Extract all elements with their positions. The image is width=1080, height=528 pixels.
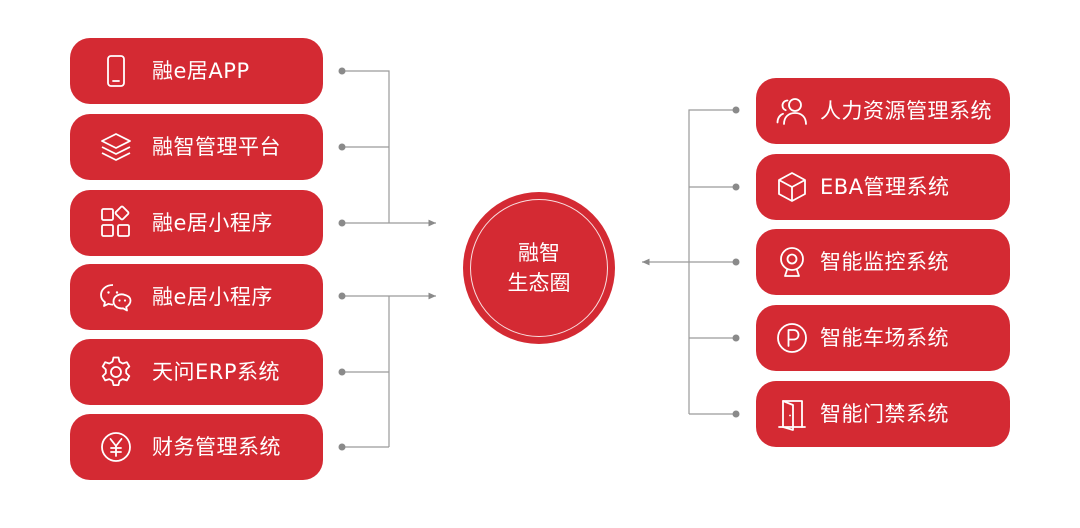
right-item-surveillance-system: 智能监控系统 [756, 229, 1010, 295]
center-hub-title-line1: 融智 [518, 241, 560, 265]
left-item-label: 天问ERP系统 [152, 360, 281, 384]
apps-grid-icon [96, 190, 136, 256]
center-hub-ring [470, 199, 608, 337]
left-item-label: 融e居APP [152, 59, 250, 83]
left-item-rongejia-app: 融e居APP [70, 38, 323, 104]
center-hub-title-line2: 生态圈 [507, 271, 571, 295]
right-item-access-control-system: 智能门禁系统 [756, 381, 1010, 447]
yen-icon [96, 414, 136, 480]
users-icon [772, 78, 812, 144]
wechat-icon [96, 264, 136, 330]
right-item-label: 人力资源管理系统 [820, 99, 992, 123]
door-icon [772, 381, 812, 447]
left-item-label: 财务管理系统 [152, 435, 281, 459]
center-hub: 融智 生态圈 [463, 192, 615, 344]
left-item-mini-program-2: 融e居小程序 [70, 264, 323, 330]
right-item-hr-system: 人力资源管理系统 [756, 78, 1010, 144]
left-item-label: 融e居小程序 [152, 211, 273, 235]
left-item-label: 融智管理平台 [152, 135, 281, 159]
right-item-label: 智能门禁系统 [820, 402, 949, 426]
camera-icon [772, 229, 812, 295]
parking-icon [772, 305, 812, 371]
left-item-management-platform: 融智管理平台 [70, 114, 323, 180]
left-item-finance-system: 财务管理系统 [70, 414, 323, 480]
right-item-label: 智能监控系统 [820, 250, 949, 274]
cube-icon [772, 154, 812, 220]
right-item-label: 智能车场系统 [820, 326, 949, 350]
gear-icon [96, 339, 136, 405]
right-item-label: EBA管理系统 [820, 175, 950, 199]
smartphone-icon [96, 38, 136, 104]
left-item-label: 融e居小程序 [152, 285, 273, 309]
left-item-erp-system: 天问ERP系统 [70, 339, 323, 405]
right-item-parking-system: 智能车场系统 [756, 305, 1010, 371]
left-item-mini-program-1: 融e居小程序 [70, 190, 323, 256]
layers-icon [96, 114, 136, 180]
right-item-eba-system: EBA管理系统 [756, 154, 1010, 220]
